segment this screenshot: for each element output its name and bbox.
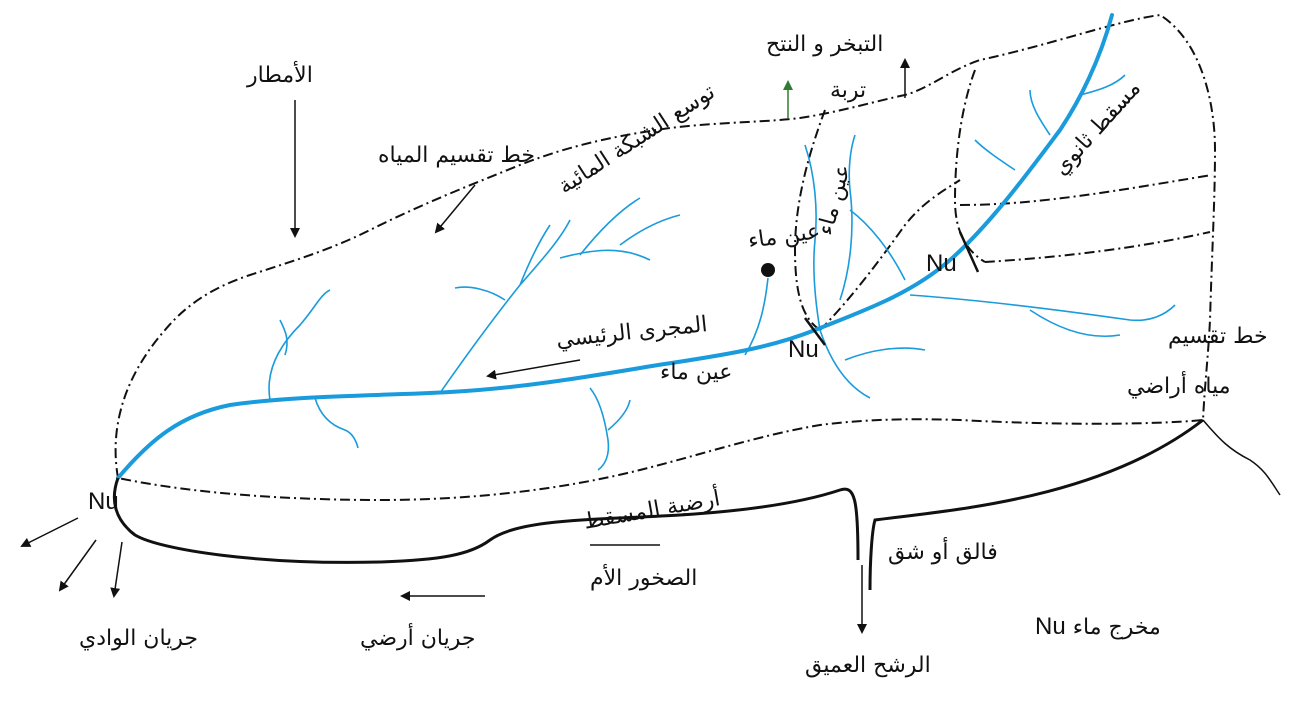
groundwater-divide-label-1: خط تقسيم [1168,324,1268,349]
nu-right-label: Nu [926,250,957,277]
right-edge-line [1202,419,1281,496]
spring-bottom-label: عين ماء [660,360,733,385]
outlet-arrow-1 [20,517,79,547]
bedrock-label: الصخور الأم [590,566,698,591]
outlet-text: مخرج ماء [1072,615,1161,640]
outlet-arrow-3 [110,541,123,598]
subbasin-divide-4 [984,231,1211,263]
subbasin-divide-2 [819,179,961,331]
valley-flow-label: جريان الوادي [79,626,199,651]
watershed-line-arrow [434,184,476,234]
nu-right-mark [958,231,980,273]
main-channel-arrow [486,359,581,380]
fault-label: فالق أو شق [888,540,998,565]
watershed-boundary [114,13,1217,502]
spring-dot [761,263,775,277]
fault-line [868,418,1204,591]
outlet-arrow-2 [58,539,97,592]
groundwater-flow-label: جريان أرضي [360,626,476,651]
watershed-line-label: خط تقسيم المياه [378,143,536,168]
evapotranspiration-label: التبخر و النتح [766,32,884,57]
nu-mid-label: Nu [788,336,819,363]
groundwater-divide-label-2: مياه أراضي [1127,374,1231,399]
basin-floor-line [112,477,860,564]
subbasin-divide-5 [959,174,1213,206]
main-channel [116,13,1114,480]
rain-label: الأمطار [247,63,313,88]
nu-outlet-label: Nu [88,488,119,515]
deep-seepage-label: الرشح العميق [805,653,931,678]
nu-mid-mark [803,317,827,346]
outlet-label: Nu مخرج ماء [1035,615,1161,639]
outlet-symbol: Nu [1035,613,1066,640]
soil-label: تربة [830,78,867,103]
tributaries [268,74,1176,471]
